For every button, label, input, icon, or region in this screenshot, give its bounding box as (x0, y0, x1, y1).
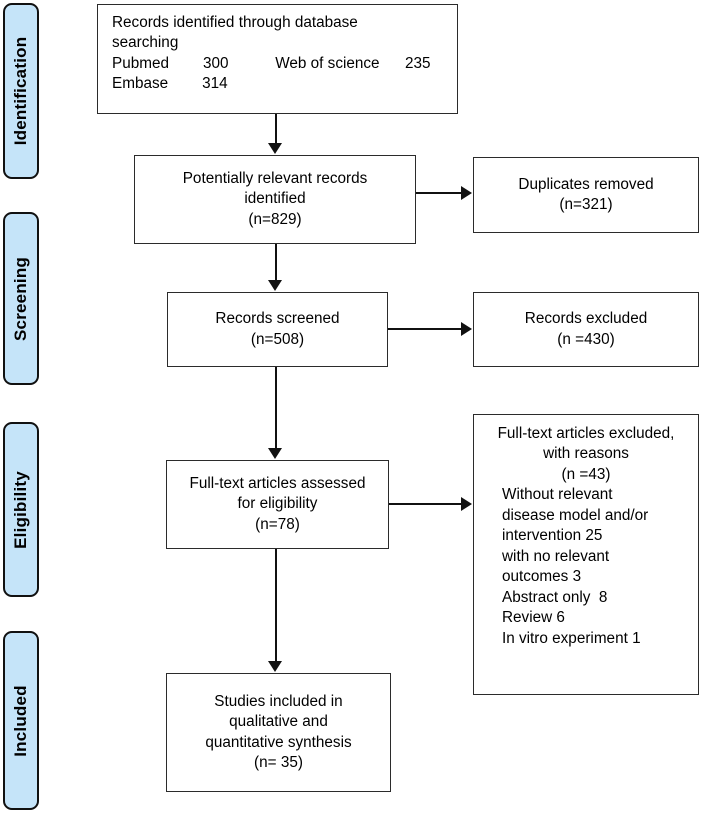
studies-included-line-2: qualitative and (229, 713, 328, 731)
records-screened-label: Records screened (215, 310, 340, 328)
fulltext-assessed-line-2: for eligibility (237, 495, 318, 513)
fulltext-assessed-line-1: Full-text articles assessed (189, 474, 366, 492)
phase-label-included: Included (11, 684, 30, 757)
records-identified-source-row-2: Embase 314 (112, 75, 228, 93)
fulltext-excluded-head-1: Full-text articles excluded, (497, 425, 675, 442)
duplicates-removed-label: Duplicates removed (518, 175, 654, 193)
box-potentially-relevant-records: Potentially relevant records identified … (134, 155, 416, 244)
arrowhead-fulltext-to-studies-included (268, 661, 282, 672)
box-studies-included: Studies included in qualitative and quan… (166, 673, 391, 792)
connector-identified-to-potentially-relevant (275, 114, 278, 144)
fulltext-excluded-reason-7: Review 6 (502, 609, 565, 627)
records-excluded-label: Records excluded (524, 310, 648, 328)
phase-label-identification: Identification (11, 36, 30, 146)
phase-label-eligibility: Eligibility (11, 470, 30, 549)
phase-pill-included: Included (3, 631, 39, 810)
fulltext-excluded-reason-8: In vitro experiment 1 (502, 629, 641, 647)
box-duplicates-removed: Duplicates removed (n=321) (473, 157, 699, 233)
phase-label-screening: Screening (11, 256, 30, 341)
box-records-screened: Records screened (n=508) (167, 292, 388, 367)
arrowhead-identified-to-potentially-relevant (268, 143, 282, 154)
fulltext-excluded-reason-6: Abstract only 8 (502, 588, 608, 606)
fulltext-excluded-reason-5: outcomes 3 (502, 568, 582, 586)
potentially-relevant-count: (n=829) (248, 210, 302, 228)
potentially-relevant-line-1: Potentially relevant records (182, 169, 368, 187)
arrowhead-screened-to-fulltext (268, 448, 282, 459)
fulltext-excluded-reason-4: with no relevant (502, 547, 610, 565)
fulltext-assessed-count: (n=78) (255, 515, 300, 533)
box-fulltext-excluded-reasons: Full-text articles excluded, with reason… (473, 414, 699, 695)
arrowhead-potentially-relevant-to-screened (268, 280, 282, 291)
connector-potentially-relevant-to-duplicates (416, 192, 462, 195)
box-records-identified: Records identified through database sear… (97, 4, 458, 114)
records-excluded-count: (n =430) (557, 330, 615, 348)
studies-included-line-1: Studies included in (214, 692, 343, 710)
connector-screened-to-fulltext (275, 367, 278, 448)
fulltext-excluded-content: Full-text articles excluded, with reason… (474, 415, 698, 649)
potentially-relevant-line-2: identified (244, 190, 306, 208)
fulltext-excluded-reason-2: disease model and/or (502, 506, 649, 524)
phase-pill-identification: Identification (3, 3, 39, 179)
studies-included-count: (n= 35) (254, 753, 303, 771)
connector-screened-to-excluded (388, 328, 462, 331)
connector-fulltext-to-excluded-reasons (389, 503, 462, 506)
records-screened-count: (n=508) (250, 330, 305, 348)
records-identified-source-row-1: Pubmed 300 Web of science 235 (112, 54, 431, 72)
fulltext-excluded-total: (n =43) (561, 465, 611, 483)
connector-potentially-relevant-to-screened (275, 244, 278, 281)
fulltext-excluded-reason-3: intervention 25 (502, 527, 603, 545)
phase-pill-eligibility: Eligibility (3, 422, 39, 597)
box-fulltext-assessed: Full-text articles assessed for eligibil… (166, 460, 389, 549)
records-identified-title-line-2: searching (112, 34, 179, 52)
arrowhead-potentially-relevant-to-duplicates (461, 186, 472, 200)
fulltext-excluded-head-2: with reasons (543, 445, 629, 463)
fulltext-excluded-reason-1: Without relevant (502, 486, 613, 504)
duplicates-removed-count: (n=321) (559, 196, 613, 213)
studies-included-line-3: quantitative synthesis (205, 733, 352, 751)
box-records-excluded: Records excluded (n =430) (473, 292, 699, 367)
arrowhead-screened-to-excluded (461, 322, 472, 336)
connector-fulltext-to-studies-included (275, 549, 278, 662)
arrowhead-fulltext-to-excluded-reasons (461, 497, 472, 511)
phase-pill-screening: Screening (3, 212, 39, 385)
records-identified-title-line-1: Records identified through database (112, 14, 358, 31)
